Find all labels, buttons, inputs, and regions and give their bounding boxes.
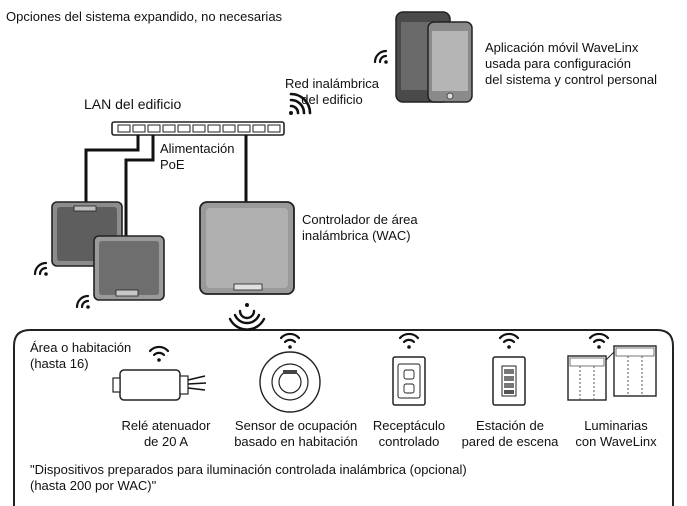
relay-wifi-icon	[148, 345, 170, 362]
wireless-network-line2: del edificio	[301, 92, 363, 107]
wac-wifi-icon	[228, 303, 266, 331]
mobile-devices	[395, 11, 473, 103]
device-label-sensor-line2: basado en habitación	[234, 434, 358, 449]
device-label-receptacle: Receptáculo controlado	[364, 418, 454, 450]
mobile-app-line1: Aplicación móvil WaveLinx	[485, 40, 639, 55]
wireless-network-line1: Red inalámbrica	[285, 76, 379, 91]
luminaires-icon	[567, 345, 657, 401]
area-title-line1: Área o habitación	[30, 340, 132, 355]
device-label-receptacle-line2: controlado	[378, 434, 440, 449]
mobile-wifi-icon	[373, 49, 388, 64]
device-label-luminaires: Luminarias con WaveLinx	[566, 418, 666, 450]
controller-1-wifi-icon	[33, 261, 48, 276]
diagram-title: Opciones del sistema expandido, no neces…	[6, 9, 283, 24]
device-label-luminaires-line1: Luminarias	[584, 418, 648, 433]
scene-station-wifi-icon	[498, 332, 520, 349]
mobile-app-line2: usada para configuración	[485, 56, 631, 71]
building-wifi-icon	[289, 92, 312, 115]
controller-line2: inalámbrica (WAC)	[302, 228, 411, 243]
access-controller-2	[93, 235, 165, 301]
device-label-sensor-line1: Sensor de ocupación	[234, 418, 358, 433]
area-title: Área o habitación (hasta 16)	[30, 340, 131, 372]
device-label-relay-line2: de 20 A	[143, 434, 189, 449]
device-label-scene-station: Estación de pared de escena	[454, 418, 566, 450]
area-footer-line2: (hasta 200 por WAC)"	[30, 478, 157, 493]
lan-label: LAN del edificio	[84, 96, 182, 112]
poe-cables	[84, 135, 248, 236]
mobile-app-label: Aplicación móvil WaveLinx usada para con…	[485, 40, 657, 88]
device-label-scene-line2: pared de escena	[461, 434, 559, 449]
device-label-luminaires-line2: con WaveLinx	[575, 434, 657, 449]
poe-label: Alimentación PoE	[160, 141, 234, 173]
controlled-receptacle-icon	[392, 356, 426, 406]
device-label-relay: Relé atenuador de 20 A	[106, 418, 226, 450]
luminaires-wifi-icon	[588, 332, 610, 349]
poe-line2: PoE	[160, 157, 185, 172]
mobile-app-line3: del sistema y control personal	[485, 72, 657, 87]
scene-wall-station-icon	[492, 356, 526, 406]
wireless-area-controller	[199, 201, 295, 295]
controller-2-wifi-icon	[75, 294, 90, 309]
access-controller-1	[51, 201, 123, 267]
sensor-wifi-icon	[279, 332, 301, 349]
area-footer-note: "Dispositivos preparados para iluminació…	[30, 462, 467, 494]
device-label-scene-line1: Estación de	[476, 418, 544, 433]
device-label-relay-line1: Relé atenuador	[121, 418, 211, 433]
area-boundary	[13, 329, 674, 506]
area-title-line2: (hasta 16)	[30, 356, 89, 371]
controller-line1: Controlador de área	[302, 212, 418, 227]
area-footer-line1: "Dispositivos preparados para iluminació…	[30, 462, 467, 477]
device-label-receptacle-line1: Receptáculo	[372, 418, 446, 433]
device-label-sensor: Sensor de ocupación basado en habitación	[226, 418, 366, 450]
occupancy-sensor-icon	[259, 351, 321, 413]
wireless-network-label: Red inalámbrica del edificio	[282, 76, 382, 108]
poe-line1: Alimentación	[160, 141, 235, 156]
dimming-relay-icon	[112, 369, 207, 401]
controller-label: Controlador de área inalámbrica (WAC)	[302, 212, 418, 244]
lan-switch	[111, 121, 285, 136]
receptacle-wifi-icon	[398, 332, 420, 349]
